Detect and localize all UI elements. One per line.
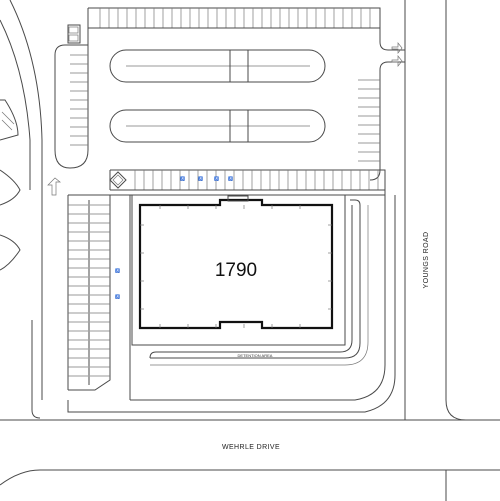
west-drive bbox=[0, 0, 43, 419]
svg-text:♿: ♿ bbox=[198, 176, 203, 181]
building-number: 1790 bbox=[215, 260, 257, 281]
building-pad bbox=[67, 194, 396, 413]
west-parking-lot bbox=[67, 194, 111, 391]
north-parking-lot bbox=[54, 7, 405, 181]
svg-text:♿: ♿ bbox=[180, 176, 185, 181]
svg-text:♿: ♿ bbox=[115, 294, 120, 299]
road-label-wehrle: WEHRLE DRIVE bbox=[222, 444, 280, 451]
wehrle-drive bbox=[0, 419, 500, 486]
building-1790: 1790 bbox=[138, 195, 334, 330]
detention-area: DETENTION AREA bbox=[149, 199, 369, 366]
front-parking-row bbox=[109, 169, 386, 195]
parking-island-2 bbox=[109, 109, 326, 143]
svg-text:♿: ♿ bbox=[228, 176, 233, 181]
svg-text:♿: ♿ bbox=[214, 176, 219, 181]
detention-label: DETENTION AREA bbox=[238, 353, 273, 358]
road-label-youngs: YOUNGS ROAD bbox=[423, 232, 430, 289]
sign-icon bbox=[109, 171, 127, 189]
arrow-icon bbox=[47, 177, 61, 196]
svg-text:♿: ♿ bbox=[115, 268, 120, 273]
youngs-road bbox=[404, 0, 500, 501]
accessible-markers: ♿ ♿ ♿ ♿ ♿ ♿ bbox=[115, 176, 233, 299]
parking-island-1 bbox=[109, 49, 326, 83]
